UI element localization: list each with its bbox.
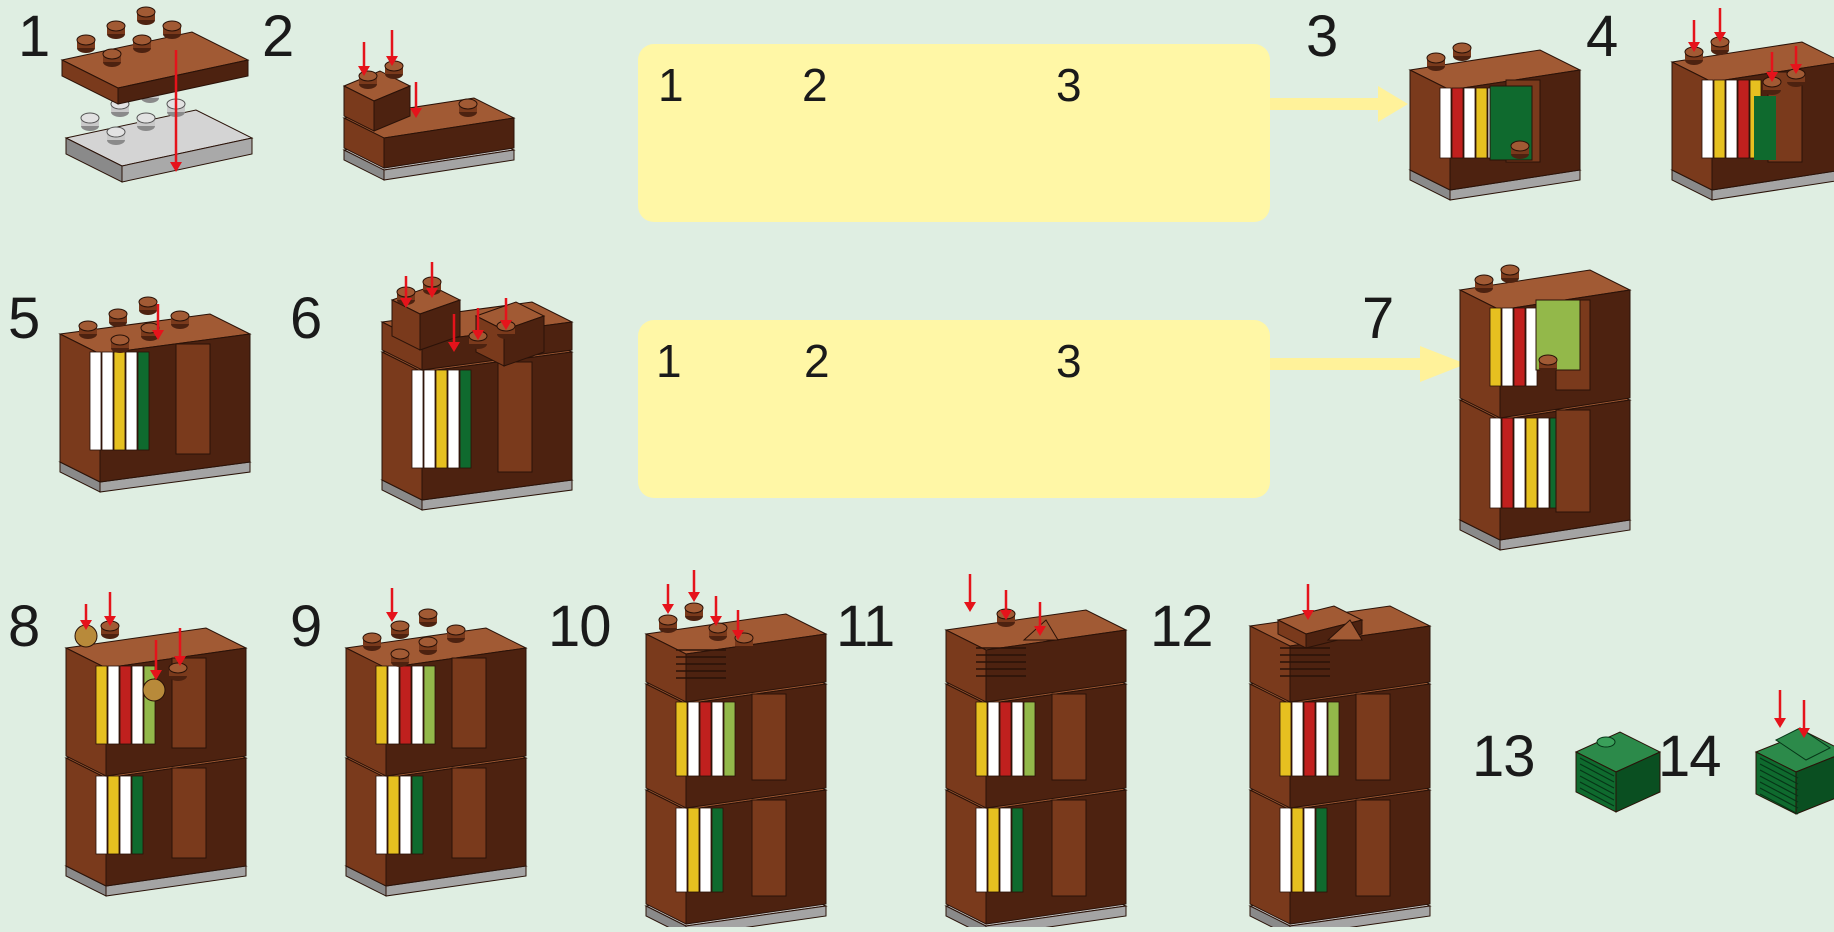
red-arrow-head xyxy=(964,602,976,612)
substep-top-1: 1 xyxy=(658,62,683,108)
substep-top-2: 2 xyxy=(802,62,827,108)
step-11-assembly xyxy=(946,574,1126,927)
step-6-assembly xyxy=(382,262,572,510)
substep-bottom-3: 3 xyxy=(1056,338,1081,384)
subassembly-panel-top xyxy=(638,44,1270,222)
step-3-assembly xyxy=(1410,43,1580,200)
step-number-8: 8 xyxy=(8,598,39,656)
step-number-6: 6 xyxy=(290,290,321,348)
step-13-part xyxy=(1576,732,1660,812)
substep-bottom-1: 1 xyxy=(656,338,681,384)
red-arrow-head xyxy=(386,612,398,622)
step-2-base xyxy=(344,30,514,180)
step-8-assembly xyxy=(66,592,246,896)
step-number-14: 14 xyxy=(1658,728,1721,786)
step-number-7: 7 xyxy=(1362,290,1393,348)
step-9-assembly xyxy=(346,588,526,896)
connector-arrow-head xyxy=(1420,346,1466,382)
step-number-2: 2 xyxy=(262,8,293,66)
step-number-1: 1 xyxy=(18,8,49,66)
step-number-12: 12 xyxy=(1150,598,1213,656)
substep-top-3: 3 xyxy=(1056,62,1081,108)
connector-arrow xyxy=(1270,98,1378,110)
step-10-assembly xyxy=(646,570,826,927)
step-number-4: 4 xyxy=(1586,8,1617,66)
step-number-13: 13 xyxy=(1472,728,1535,786)
step-number-9: 9 xyxy=(290,598,321,656)
step-number-11: 11 xyxy=(836,598,894,656)
step-12-assembly xyxy=(1250,584,1430,927)
step-5-assembly xyxy=(60,297,250,492)
red-arrow-head xyxy=(1774,718,1786,728)
step-number-10: 10 xyxy=(548,598,611,656)
connector-arrow xyxy=(1270,358,1420,370)
step-7-assembly xyxy=(1460,265,1630,550)
step-1-plates xyxy=(62,7,252,182)
step-number-3: 3 xyxy=(1306,8,1337,66)
step-14-part xyxy=(1756,690,1834,814)
subassembly-panel-bottom xyxy=(638,320,1270,498)
substep-bottom-2: 2 xyxy=(804,338,829,384)
red-arrow-head xyxy=(662,604,674,614)
connector-arrow-head xyxy=(1378,86,1408,122)
red-arrow-head xyxy=(688,592,700,602)
step-number-5: 5 xyxy=(8,290,39,348)
step-4-assembly xyxy=(1672,8,1834,200)
